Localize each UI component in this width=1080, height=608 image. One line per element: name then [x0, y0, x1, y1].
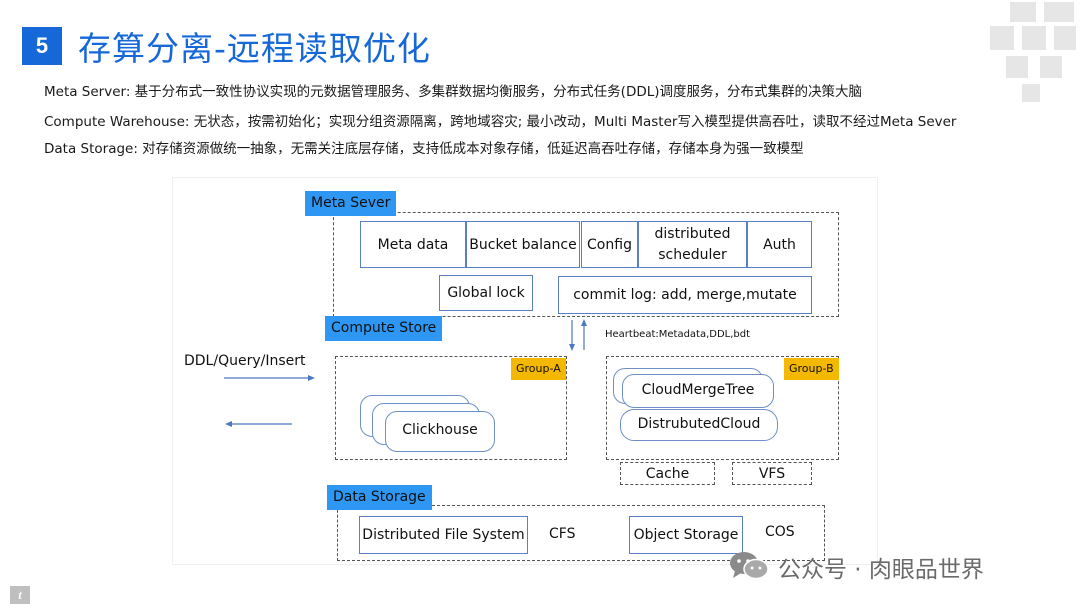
meta-server-region: [333, 212, 839, 317]
meta-data-box: Meta data: [360, 221, 466, 268]
heartbeat-label: Heartbeat:Metadata,DDL,bdt: [605, 329, 751, 340]
description-meta-server: Meta Server: 基于分布式一致性协议实现的元数据管理服务、多集群数据均…: [44, 84, 863, 100]
distributedcloud-node: [620, 409, 778, 441]
cache-label: Cache: [645, 466, 690, 482]
group-b-region: [606, 356, 839, 460]
decorative-square: [1010, 2, 1036, 22]
client-requests-label: DDL/Query/Insert: [184, 353, 306, 369]
decorative-square: [990, 26, 1014, 50]
group-a-badge: Group-A: [511, 358, 566, 380]
data-storage-label: Data Storage: [327, 485, 432, 510]
bucket-balance-box: Bucket balance: [466, 221, 580, 268]
cfs-label: CFS: [549, 526, 576, 542]
request-arrows: [224, 375, 315, 427]
decorative-square: [1054, 26, 1076, 50]
clickhouse-node: [385, 411, 495, 452]
vfs-box: [732, 462, 812, 485]
global-lock-box: Global lock: [439, 275, 533, 311]
decorative-square: [1044, 2, 1074, 22]
decorative-square: [1022, 84, 1040, 102]
corner-logo-icon: t: [10, 586, 30, 604]
cos-label: COS: [765, 524, 795, 540]
cloudmergetree-node: [622, 374, 774, 408]
section-number-badge: 5: [22, 27, 62, 65]
auth-box: Auth: [747, 221, 812, 268]
config-box: Config: [581, 221, 638, 268]
description-data-storage: Data Storage: 对存储资源做统一抽象，无需关注底层存储，支持低成本对…: [44, 141, 804, 157]
cache-box: [620, 462, 715, 485]
compute-store-label: Compute Store: [325, 316, 443, 341]
commit-log-box: commit log: add, merge,mutate: [558, 276, 812, 314]
cloudmergetree-label: CloudMergeTree: [641, 382, 755, 398]
watermark-text: 公众号 · 肉眼品世界: [778, 557, 984, 583]
distributed-file-system-box: Distributed File System: [359, 516, 528, 554]
heartbeat-arrows: [569, 319, 587, 351]
data-storage-region: [337, 505, 825, 561]
object-storage-box: Object Storage: [629, 516, 743, 554]
meta-server-label: Meta Sever: [305, 191, 397, 216]
decorative-square: [1006, 56, 1028, 78]
group-a-region: [335, 356, 567, 460]
decorative-square: [1040, 56, 1062, 78]
distributed-scheduler-box: distributed scheduler: [638, 221, 747, 268]
group-b-badge: Group-B: [784, 358, 839, 380]
clickhouse-label: Clickhouse: [402, 422, 478, 438]
distributedcloud-label: DistrubutedCloud: [637, 416, 761, 432]
description-compute-warehouse: Compute Warehouse: 无状态，按需初始化；实现分组资源隔离，跨地…: [44, 114, 957, 130]
wechat-icon: [730, 552, 769, 580]
vfs-label: VFS: [758, 466, 786, 482]
decorative-square: [1022, 26, 1046, 50]
page-title: 存算分离-远程读取优化: [78, 29, 431, 68]
